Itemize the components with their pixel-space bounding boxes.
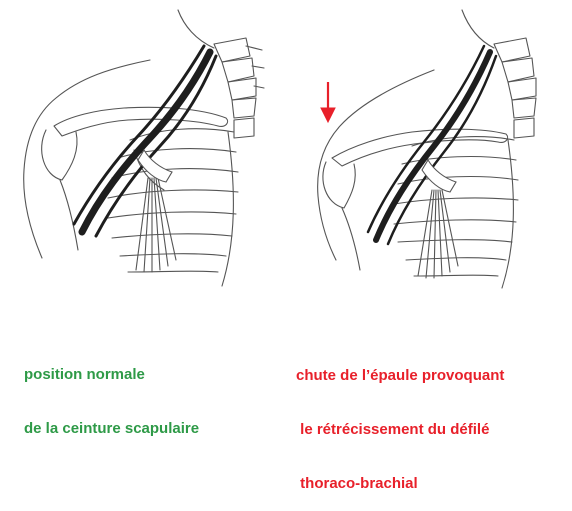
- rib-cage: [394, 137, 518, 288]
- caption-line: de la ceinture scapulaire: [24, 420, 199, 438]
- pectoralis-minor: [136, 178, 176, 272]
- dropped-shoulder-illustration: [286, 0, 572, 300]
- neurovascular-bundle: [74, 46, 216, 236]
- caption-line: chute de l’épaule provoquant: [296, 367, 504, 385]
- down-arrow-icon: [321, 82, 335, 122]
- caption-line: le rétrécissement du défilé: [296, 421, 504, 439]
- rib-cage: [108, 129, 238, 286]
- scapula: [42, 130, 77, 180]
- vertebral-column: [494, 38, 536, 138]
- caption-line: position normale: [24, 366, 199, 384]
- scapula: [323, 162, 355, 208]
- pectoralis-minor: [418, 190, 458, 278]
- neck-outline: [178, 10, 214, 48]
- neck-outline: [462, 10, 494, 48]
- caption-line: thoraco-brachial: [296, 475, 504, 493]
- normal-position-caption: position normale de la ceinture scapulai…: [24, 330, 199, 456]
- normal-shoulder-illustration: [0, 0, 290, 300]
- shoulder-drop-caption: chute de l’épaule provoquant le rétrécis…: [296, 331, 504, 511]
- vertebral-column: [214, 38, 264, 138]
